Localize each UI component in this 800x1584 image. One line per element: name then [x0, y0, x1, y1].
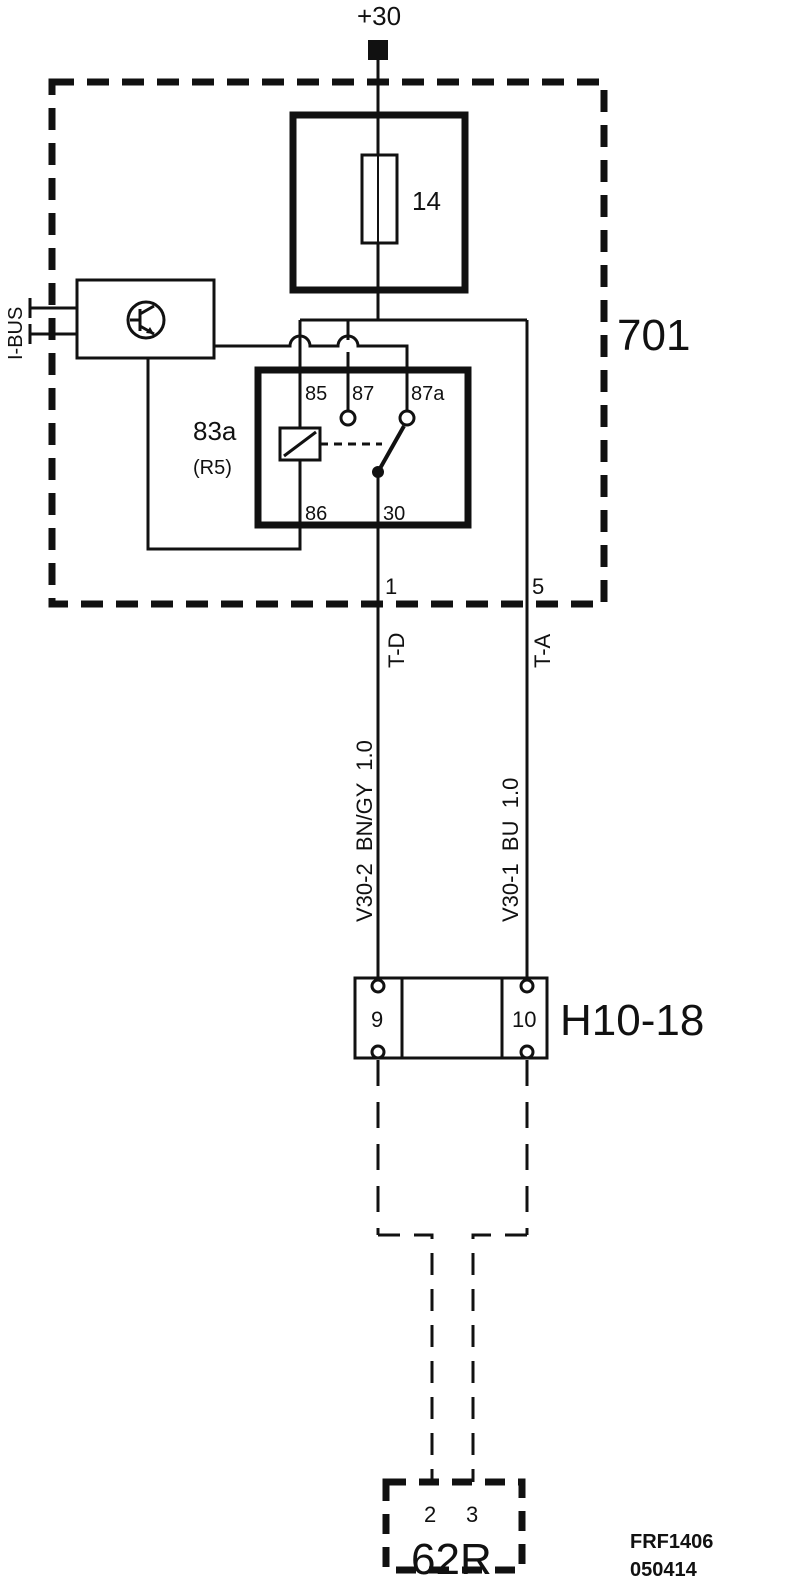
wire-right-spec: V30-1 BU 1.0: [498, 778, 523, 922]
connector-pin-left: 9: [371, 1007, 383, 1032]
component-pin-right: 3: [466, 1502, 478, 1527]
relay-ref: (R5): [193, 457, 232, 479]
connector-pin-10-bottom: [519, 1044, 535, 1060]
connector-pin-9-top: [370, 978, 386, 994]
footer-date: 050414: [630, 1559, 698, 1581]
fuse-icon: [360, 153, 399, 245]
pin-87-label: 87: [352, 383, 374, 405]
wire-left-spec: V30-2 BN/GY 1.0: [352, 740, 377, 922]
pin-30-label: 30: [383, 503, 405, 525]
wire-to-87a: [214, 334, 409, 412]
relay-id: 83a: [193, 416, 237, 446]
transistor-collector: [139, 304, 155, 316]
switch-arm: [376, 425, 406, 473]
dashed-wire-to-pin-2: [378, 1233, 434, 1482]
transistor-arrow: [146, 327, 154, 334]
control-module-box: [75, 278, 216, 360]
pin-85-label: 85: [305, 383, 327, 405]
transistor-icon: [126, 300, 166, 340]
component-id: 62R: [411, 1535, 492, 1584]
module-pin-right: 5: [532, 574, 544, 599]
dashed-wire-to-pin-3: [471, 1233, 527, 1482]
connector-h10-18: [353, 976, 549, 1060]
module-id: 701: [617, 311, 690, 360]
supply-terminal: [368, 40, 388, 60]
module-701-boundary: [48, 78, 608, 608]
contact-87a-icon: [398, 409, 416, 427]
connector-pin-right: 10: [512, 1007, 536, 1032]
fuse-number: 14: [412, 186, 441, 216]
coil-diagonal: [283, 430, 317, 458]
connector-pin-9-bottom: [370, 1044, 386, 1060]
module-pin-left: 1: [385, 574, 397, 599]
relay-box: [254, 366, 472, 529]
contact-87-icon: [339, 409, 357, 427]
pin-86-label: 86: [305, 503, 327, 525]
connector-pin-10-top: [519, 978, 535, 994]
supply-label: +30: [357, 1, 401, 31]
footer-code: FRF1406: [630, 1531, 713, 1553]
component-62r-boundary: [382, 1478, 526, 1574]
wire-left-tag: T-D: [384, 633, 409, 668]
bus-label: I-BUS: [5, 307, 27, 360]
pin-87a-label: 87a: [411, 383, 445, 405]
wire-to-86: [146, 358, 302, 551]
component-pin-left: 2: [424, 1502, 436, 1527]
connector-id: H10-18: [560, 996, 704, 1045]
wire-right-tag: T-A: [530, 633, 555, 668]
